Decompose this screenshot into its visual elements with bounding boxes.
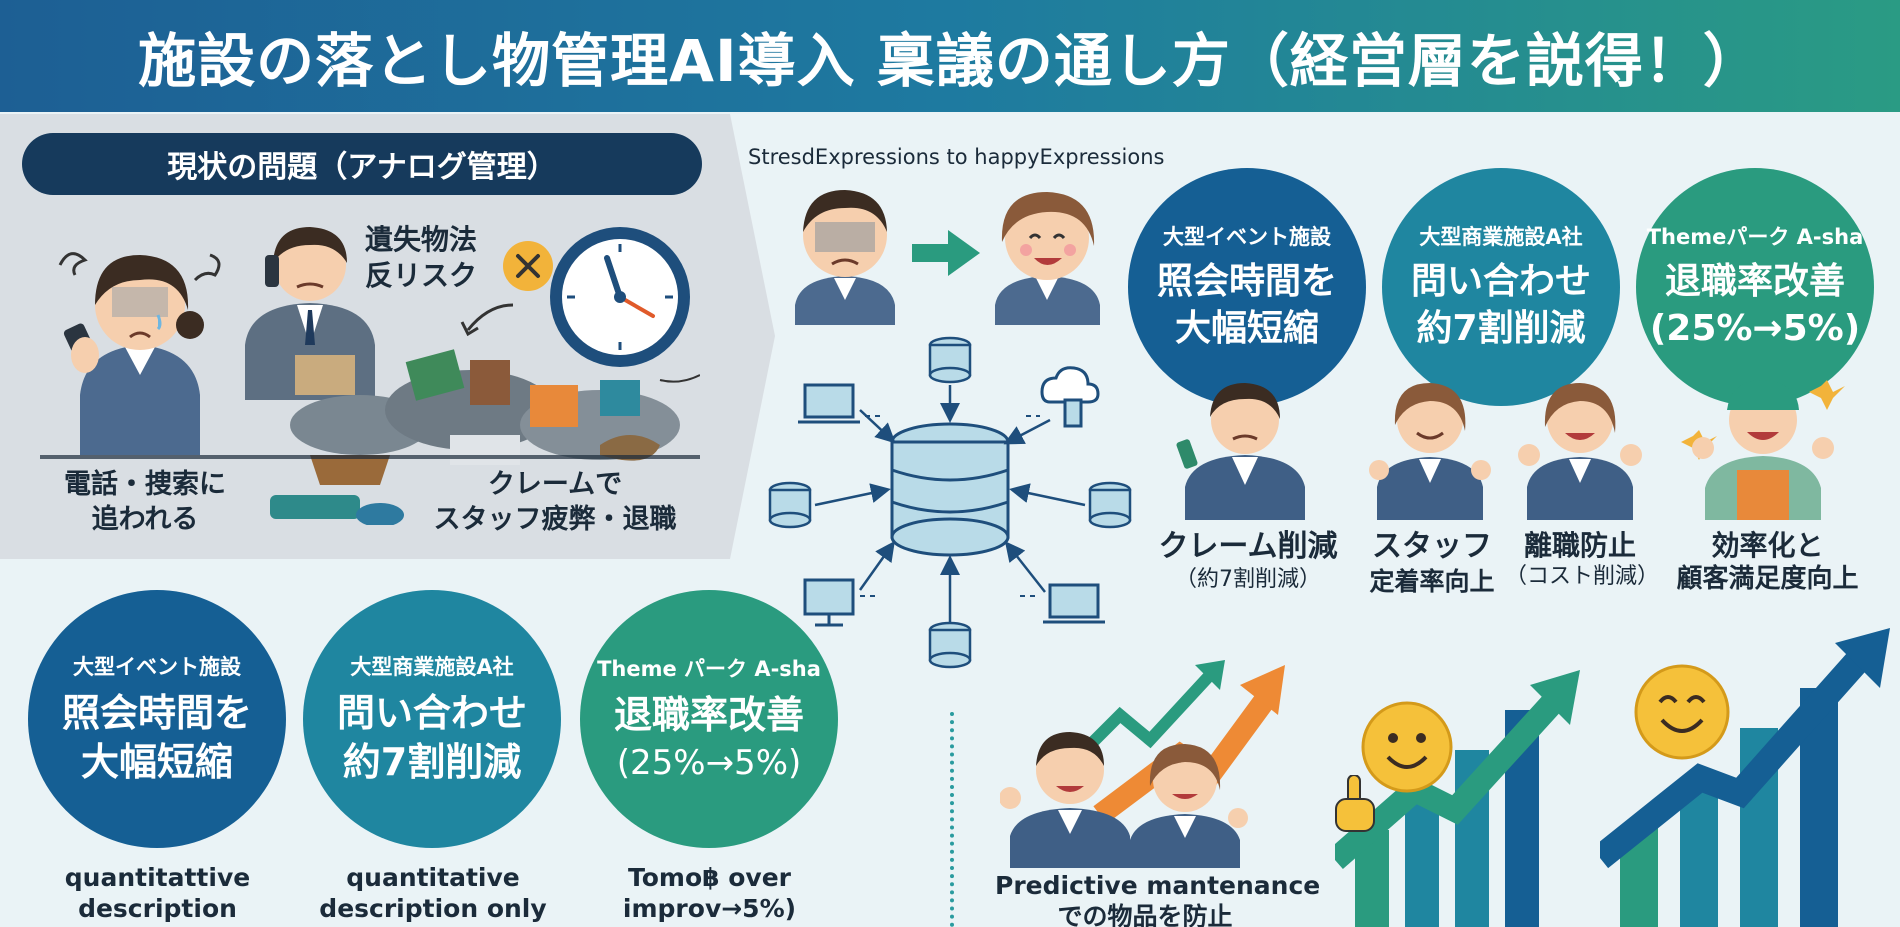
- case-circle-mall-line1: 問い合わせ: [1410, 261, 1591, 303]
- bottom-case-circle-themepark: Theme パーク A-sha 退職率改善 (25%→5%): [580, 590, 838, 848]
- bottom-case-circle-event: 大型イベント施設 照会時間を 大幅短縮: [28, 590, 286, 848]
- happy-face-illustration: [995, 192, 1100, 325]
- risk-line1: 遺失物法: [365, 223, 478, 256]
- maintenance-caption-line1: Predictive mantenance: [995, 871, 1321, 900]
- staff-figure-phone: [1176, 383, 1305, 520]
- benefit-efficiency: 効率化と 顧客満足度向上: [1660, 528, 1875, 596]
- benefit-staff-retention: スタッフ 定着率向上: [1352, 528, 1512, 597]
- benefit-claim-reduction: クレーム削減 （約7割削減）: [1143, 528, 1353, 593]
- stressed-face-illustration: [795, 190, 895, 325]
- claim-line2: スタッフ疲弊・退職: [433, 503, 677, 535]
- page-title: 施設の落とし物管理AI導入 稟議の通し方（経営層を説得！）: [138, 27, 1762, 95]
- case-circle-themepark-line2: (25%→5%): [1649, 308, 1861, 349]
- claim-text: クレームで スタッフ疲弊・退職: [420, 468, 690, 537]
- staff-figure-female: [1369, 383, 1491, 520]
- smiley-icon: [1361, 701, 1453, 793]
- bottom-caption-event: quantitattive description: [40, 862, 275, 925]
- case-circle-themepark: Themeパーク A-sha 退職率改善 (25%→5%): [1636, 168, 1874, 406]
- maintenance-caption: Predictive mantenance での物品を防止: [995, 870, 1321, 927]
- benefit-turnover-prevention: 離職防止 （コスト削減）: [1505, 528, 1660, 591]
- bottom-case-themepark-line1: 退職率改善: [613, 693, 804, 738]
- bottom-caption-mall: quantitative description only: [308, 862, 558, 925]
- bottom-case-mall-line2: 約7割削減: [342, 740, 522, 784]
- clock-icon: [550, 227, 690, 367]
- case-circle-event-line2: 大幅短縮: [1174, 308, 1319, 349]
- claim-line1: クレームで: [487, 469, 623, 500]
- staff-figure-worker: [1681, 380, 1845, 520]
- phone-search-text: 電話・捜索に 追われる: [50, 468, 240, 537]
- bottom-case-event-line2: 大幅短縮: [80, 740, 233, 784]
- bottom-caption-themepark-line1: Tomo฿ over: [628, 863, 791, 892]
- bottom-caption-mall-line1: quantitative: [346, 863, 520, 892]
- bottom-case-themepark-title: Theme パーク A-sha: [597, 657, 821, 682]
- curved-arrow-icon: [460, 303, 514, 337]
- benefit-turnover-line1: 離職防止: [1523, 529, 1636, 562]
- phone-search-line2: 追われる: [91, 503, 199, 535]
- bottom-caption-themepark: Tomo฿ over improv→5%): [592, 862, 827, 925]
- maintenance-staff-illustration: [1000, 732, 1248, 868]
- case-circle-themepark-line1: 退職率改善: [1664, 261, 1845, 303]
- case-circle-event-line1: 照会時間を: [1156, 261, 1337, 303]
- bottom-case-themepark-line2: (25%→5%): [616, 742, 802, 783]
- bottom-case-circle-mall: 大型商業施設A社 問い合わせ 約7割削減: [303, 590, 561, 848]
- maintenance-caption-line2: での物品を防止: [1057, 902, 1233, 927]
- benefit-claim-line1: クレーム削減: [1158, 529, 1338, 564]
- arrow-right-icon: [912, 230, 980, 276]
- x-mark-icon: [503, 241, 553, 291]
- benefit-turnover-line2: （コスト削減）: [1505, 564, 1660, 589]
- transition-label: StresdExpressions to happyExpressions: [748, 145, 1165, 169]
- pointing-hand-icon: [1335, 775, 1375, 832]
- bottom-caption-event-line2: description: [78, 894, 237, 924]
- desk-line: [40, 455, 700, 459]
- benefit-claim-line2: （約7割削減）: [1175, 566, 1321, 592]
- phone-search-line1: 電話・捜索に: [64, 469, 226, 500]
- database-icon: [890, 422, 1010, 557]
- benefit-efficiency-line2: 顧客満足度向上: [1676, 564, 1859, 594]
- benefit-efficiency-line1: 効率化と: [1711, 529, 1824, 562]
- case-circle-event: 大型イベント施設 照会時間を 大幅短縮: [1128, 168, 1366, 406]
- bottom-caption-event-line1: quantitattive: [64, 863, 251, 892]
- risk-line2: 反リスク: [365, 258, 478, 292]
- benefit-staff-line1: スタッフ: [1372, 529, 1492, 564]
- staff-figure-cheering: [1518, 383, 1642, 520]
- database-network-diagram: [768, 336, 1132, 669]
- stressed-staff-illustration: [58, 252, 221, 455]
- bottom-case-event-line1: 照会時間を: [61, 690, 252, 735]
- header-banner: 施設の落とし物管理AI導入 稟議の通し方（経営層を説得！）: [0, 0, 1900, 112]
- smiley-icon-2: [1634, 664, 1730, 760]
- bar-chart-icon-2: [1600, 628, 1890, 927]
- benefit-staff-line2: 定着率向上: [1369, 566, 1495, 596]
- bottom-case-event-title: 大型イベント施設: [73, 654, 241, 679]
- bottom-caption-themepark-line2: improv→5%): [622, 894, 797, 924]
- case-circle-event-title: 大型イベント施設: [1163, 225, 1331, 250]
- case-circle-mall-line2: 約7割削減: [1416, 308, 1586, 349]
- risk-text: 遺失物法 反リスク: [365, 222, 477, 294]
- dotted-divider: [950, 712, 954, 927]
- lost-items-pile-illustration: [270, 349, 700, 525]
- case-circle-mall-title: 大型商業施設A社: [1419, 225, 1583, 250]
- worried-male-staff-illustration: [245, 227, 375, 400]
- case-circle-themepark-title: Themeパーク A-sha: [1646, 225, 1864, 250]
- case-circle-mall: 大型商業施設A社 問い合わせ 約7割削減: [1382, 168, 1620, 406]
- problem-title: 現状の問題（アナログ管理）: [22, 133, 702, 195]
- bottom-caption-mall-line2: description only: [319, 894, 547, 924]
- bottom-case-mall-title: 大型商業施設A社: [350, 654, 514, 679]
- bar-chart-icon: [1335, 670, 1580, 927]
- bottom-case-mall-line1: 問い合わせ: [336, 690, 527, 735]
